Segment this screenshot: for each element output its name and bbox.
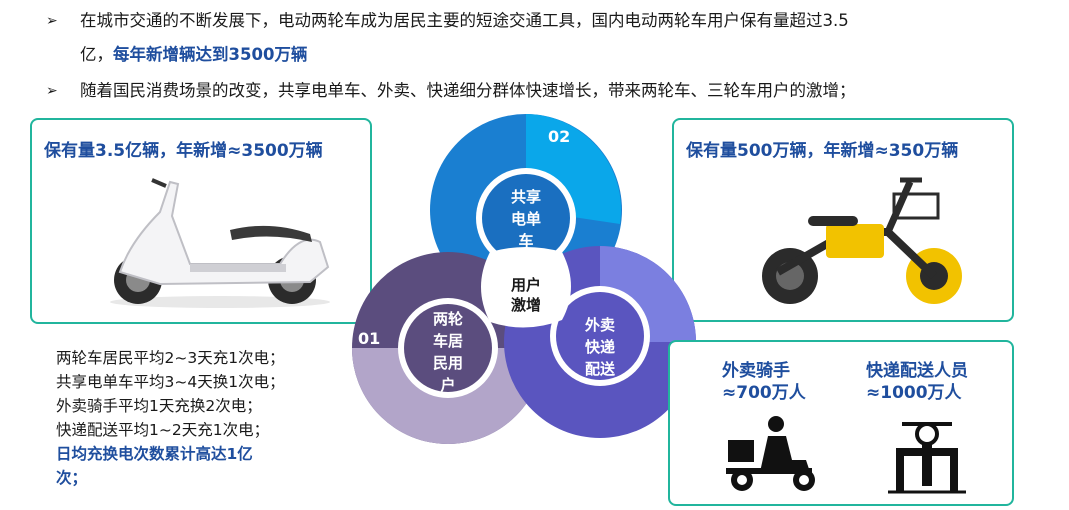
segment-01-label-line1: 两轮	[433, 310, 463, 328]
stat-line-rider: 外卖骑手平均1天充换2次电；	[56, 397, 262, 415]
segment-03-label-line3: 配送	[585, 360, 616, 378]
center-label-line1: 用户	[511, 276, 541, 294]
user-surge-diagram: 用户 激增 02 01 03 共享 电单 车 两轮 车居 民用 户 外卖 快递 …	[352, 114, 696, 444]
segment-01-label-line2: 车居	[433, 332, 463, 350]
segment-02-label-line1: 共享	[511, 188, 541, 206]
stat-line-resident: 两轮车居民平均2~3天充1次电；	[56, 349, 285, 367]
bullet-1-line2-prefix: 亿，	[80, 45, 113, 64]
shared-ebike-title: 保有量500万辆，年新增≈350万辆	[686, 141, 959, 161]
bullet-1-highlight: 每年新增辆达到3500万辆	[113, 45, 308, 64]
stat-line-shared: 共享电单车平均3~4天换1次电；	[56, 373, 285, 391]
delivery-workers-card: 外卖骑手 ≈700万人 快递配送人员 ≈1000万人	[668, 340, 1014, 506]
segment-01-label-line4: 户	[440, 376, 455, 394]
rider-label-2: ≈700万人	[722, 383, 806, 403]
segment-02-label-line3: 车	[518, 232, 533, 250]
center-label-line2: 激增	[511, 296, 541, 314]
bullet-1-line1: 在城市交通的不断发展下，电动两轮车成为居民主要的短途交通工具，国内电动两轮车用户…	[80, 11, 849, 30]
rider-label-1: 外卖骑手	[722, 361, 790, 381]
stat-line-courier: 快递配送平均1~2天充1次电；	[56, 421, 270, 439]
segment-number-02: 02	[548, 127, 570, 146]
courier-label-1: 快递配送人员	[866, 361, 968, 381]
stat-highlight-line2: 次；	[56, 469, 88, 487]
bullet-2-line1: 随着国民消费场景的改变，共享电单车、外卖、快递细分群体快速增长，带来两轮车、三轮…	[80, 81, 856, 100]
white-electric-scooter-icon	[110, 178, 330, 308]
segment-03-label-line2: 快递	[585, 338, 615, 356]
resident-users-card: 保有量3.5亿辆，年新增≈3500万辆	[30, 118, 372, 324]
delivery-rider-icon	[726, 416, 815, 491]
segment-03-label-line1: 外卖	[584, 316, 615, 334]
bullet-marker-icon: ➢	[46, 83, 58, 99]
segment-02-label-line2: 电单	[511, 210, 541, 228]
bullet-marker-icon: ➢	[46, 13, 58, 29]
shared-ebike-card: 保有量500万辆，年新增≈350万辆	[672, 118, 1014, 322]
stat-highlight-line1: 日均充换电次数累计高达1亿	[56, 445, 253, 463]
segment-number-01: 01	[358, 329, 380, 348]
resident-users-title: 保有量3.5亿辆，年新增≈3500万辆	[44, 141, 323, 161]
courier-label-2: ≈1000万人	[866, 383, 962, 403]
shared-ebike-icon	[762, 177, 962, 304]
segment-01-label-line3: 民用	[433, 354, 463, 372]
cargo-tricycle-icon	[888, 422, 966, 494]
